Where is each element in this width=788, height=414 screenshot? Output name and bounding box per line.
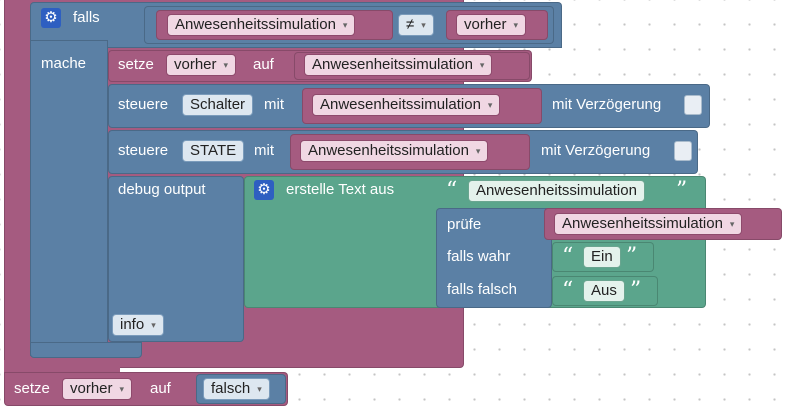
operand-b-text: vorher: [464, 16, 507, 33]
open-quote-icon: “: [446, 178, 458, 203]
dropdown-arrow-icon: ▾: [223, 60, 229, 70]
false-label: falls falsch: [447, 281, 518, 298]
check-value-text: Anwesenheitssimulation: [562, 215, 723, 232]
control-target-dropdown[interactable]: STATE: [182, 140, 245, 162]
set-value-dropdown[interactable]: Anwesenheitssimulation ▾: [304, 54, 493, 76]
debug-level-dropdown[interactable]: info ▾: [112, 314, 164, 336]
set-value-text: Anwesenheitssimulation: [312, 56, 473, 73]
delay-checkbox[interactable]: [684, 95, 702, 115]
open-quote-icon: “: [562, 244, 574, 269]
debug-label: debug output: [118, 181, 206, 198]
close-quote-icon: ”: [630, 278, 642, 303]
dropdown-arrow-icon: ▾: [479, 60, 485, 70]
control-value-dropdown[interactable]: Anwesenheitssimulation ▾: [300, 140, 489, 162]
operator-text: ≠: [406, 16, 415, 33]
check-label: prüfe: [447, 216, 482, 233]
dropdown-arrow-icon: ▾: [151, 320, 156, 330]
dropdown-arrow-icon: ▾: [513, 20, 519, 30]
set-after-value-text: falsch: [211, 380, 251, 397]
set-variable-text: vorher: [174, 56, 217, 73]
control-target-text: Schalter: [190, 96, 246, 113]
control-value-dropdown[interactable]: Anwesenheitssimulation ▾: [312, 94, 501, 116]
dropdown-arrow-icon: ▾: [421, 20, 426, 30]
gear-icon[interactable]: ⚙: [41, 8, 61, 28]
close-quote-icon: ”: [626, 244, 638, 269]
delay-label: mit Verzögerung: [552, 96, 662, 113]
set-label: setze: [14, 380, 50, 397]
text-variable-field[interactable]: Anwesenheitssimulation: [468, 180, 645, 202]
gear-icon[interactable]: ⚙: [254, 180, 274, 200]
to-label: auf: [253, 56, 274, 73]
dropdown-arrow-icon: ▾: [475, 146, 481, 156]
create-text-label: erstelle Text aus: [286, 181, 395, 198]
control-target-text: STATE: [190, 142, 237, 159]
with-label: mit: [264, 96, 284, 113]
true-label: falls wahr: [447, 248, 511, 265]
check-value-dropdown[interactable]: Anwesenheitssimulation ▾: [554, 213, 743, 235]
dropdown-arrow-icon: ▾: [487, 100, 493, 110]
delay-label: mit Verzögerung: [541, 142, 651, 159]
dropdown-arrow-icon: ▾: [119, 384, 125, 394]
debug-level-text: info: [120, 316, 145, 333]
do-label: mache: [41, 55, 87, 72]
dropdown-arrow-icon: ▾: [729, 219, 735, 229]
to-label: auf: [150, 380, 171, 397]
compare-operand-b-dropdown[interactable]: vorher ▾: [456, 14, 527, 36]
true-value-field[interactable]: Ein: [583, 246, 621, 268]
false-value-field[interactable]: Aus: [583, 280, 625, 302]
set-variable-dropdown[interactable]: vorher ▾: [166, 54, 237, 76]
if-label: falls: [73, 9, 100, 26]
text-variable-text: Anwesenheitssimulation: [476, 182, 637, 199]
set-after-value-dropdown[interactable]: falsch ▾: [203, 378, 270, 400]
if-block-spine: [30, 40, 108, 356]
set-label: setze: [118, 56, 154, 73]
operator-dropdown[interactable]: ≠▾: [398, 14, 434, 36]
operand-a-text: Anwesenheitssimulation: [175, 16, 336, 33]
true-value-text: Ein: [591, 248, 613, 265]
with-label: mit: [254, 142, 274, 159]
delay-checkbox[interactable]: [674, 141, 692, 161]
control-label: steuere: [118, 96, 169, 113]
open-quote-icon: “: [562, 278, 574, 303]
control-value-text: Anwesenheitssimulation: [320, 96, 481, 113]
control-label: steuere: [118, 142, 169, 159]
ternary-block[interactable]: [436, 208, 552, 308]
set-variable-text: vorher: [70, 380, 113, 397]
control-target-dropdown[interactable]: Schalter: [182, 94, 254, 116]
close-quote-icon: ”: [676, 178, 688, 203]
dropdown-arrow-icon: ▾: [342, 20, 348, 30]
dropdown-arrow-icon: ▾: [257, 384, 262, 394]
false-value-text: Aus: [591, 282, 617, 299]
control-value-text: Anwesenheitssimulation: [308, 142, 469, 159]
set-variable-dropdown[interactable]: vorher ▾: [62, 378, 133, 400]
outer-trigger-body-fill: [4, 360, 120, 372]
if-block-bottom: [30, 342, 142, 358]
compare-operand-a-dropdown[interactable]: Anwesenheitssimulation ▾: [167, 14, 356, 36]
